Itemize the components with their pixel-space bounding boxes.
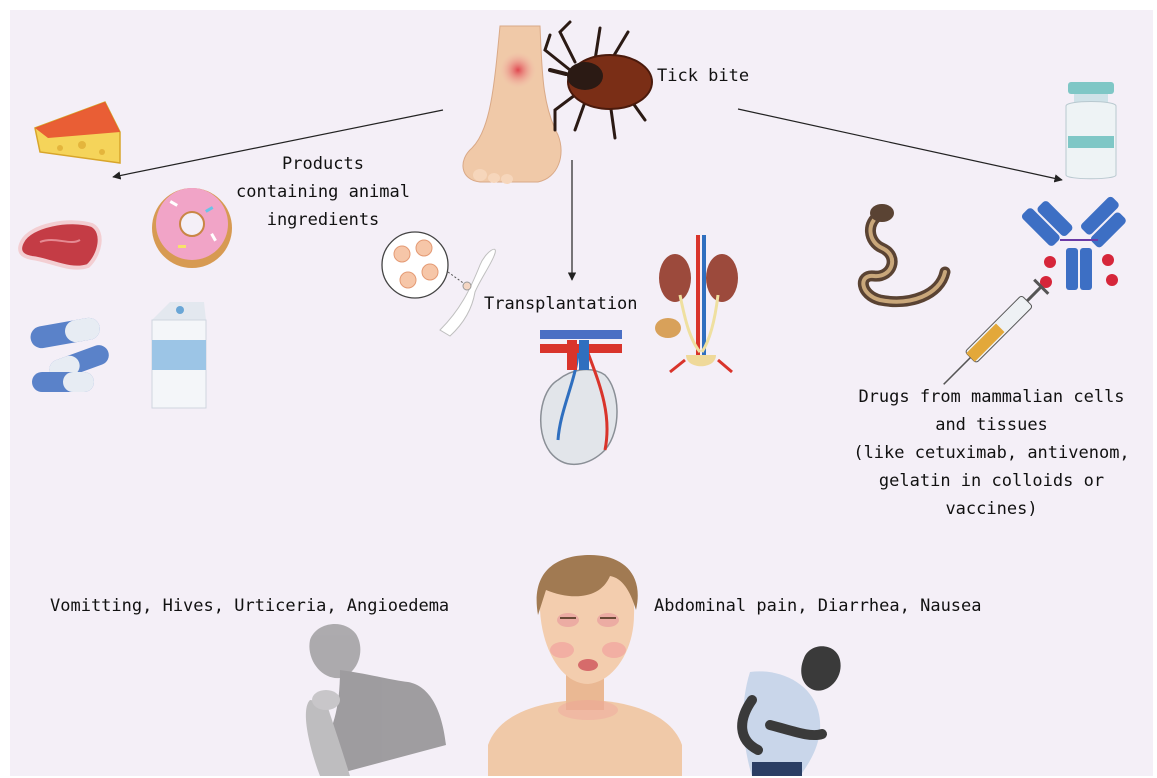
cells-icon	[382, 232, 466, 298]
vial-icon	[1066, 82, 1116, 179]
antibody-icon	[1020, 195, 1131, 290]
drugs-label-line: (like cetuximab, antivenom,	[830, 439, 1153, 467]
symptoms-right-label: Abdominal pain, Diarrhea, Nausea	[654, 592, 982, 620]
tick-bite-label: Tick bite	[657, 62, 749, 90]
drugs-label-line: and tissues	[830, 411, 1153, 439]
milk-carton-icon	[152, 302, 206, 408]
cheese-icon	[35, 102, 120, 163]
drugs-label: Drugs from mammalian cells and tissues (…	[830, 383, 1153, 523]
drugs-label-line: gelatin in colloids or	[830, 467, 1153, 495]
heart-icon	[540, 330, 622, 464]
diagram-canvas: Tick bite Products containing animal ing…	[10, 10, 1153, 776]
meat-icon	[20, 222, 100, 267]
products-label-line: containing animal	[208, 178, 438, 206]
syringe-icon	[937, 280, 1049, 392]
symptoms-left-label: Vomitting, Hives, Urticeria, Angioedema	[50, 592, 449, 620]
capsule-icon	[29, 316, 112, 392]
products-label-line: Products	[208, 150, 438, 178]
arrow-to-drugs	[738, 109, 1062, 180]
drugs-label-line: vaccines)	[830, 495, 1153, 523]
tick-icon	[545, 22, 652, 138]
drugs-label-line: Drugs from mammalian cells	[830, 383, 1153, 411]
products-label: Products containing animal ingredients	[208, 150, 438, 234]
transplantation-label: Transplantation	[484, 290, 638, 318]
person-vomiting-icon	[306, 624, 446, 776]
person-abdominal-pain-icon	[742, 646, 840, 776]
face-icon	[488, 555, 682, 776]
products-label-line: ingredients	[208, 206, 438, 234]
kidney-icon	[655, 235, 738, 372]
snake-icon	[863, 204, 945, 302]
